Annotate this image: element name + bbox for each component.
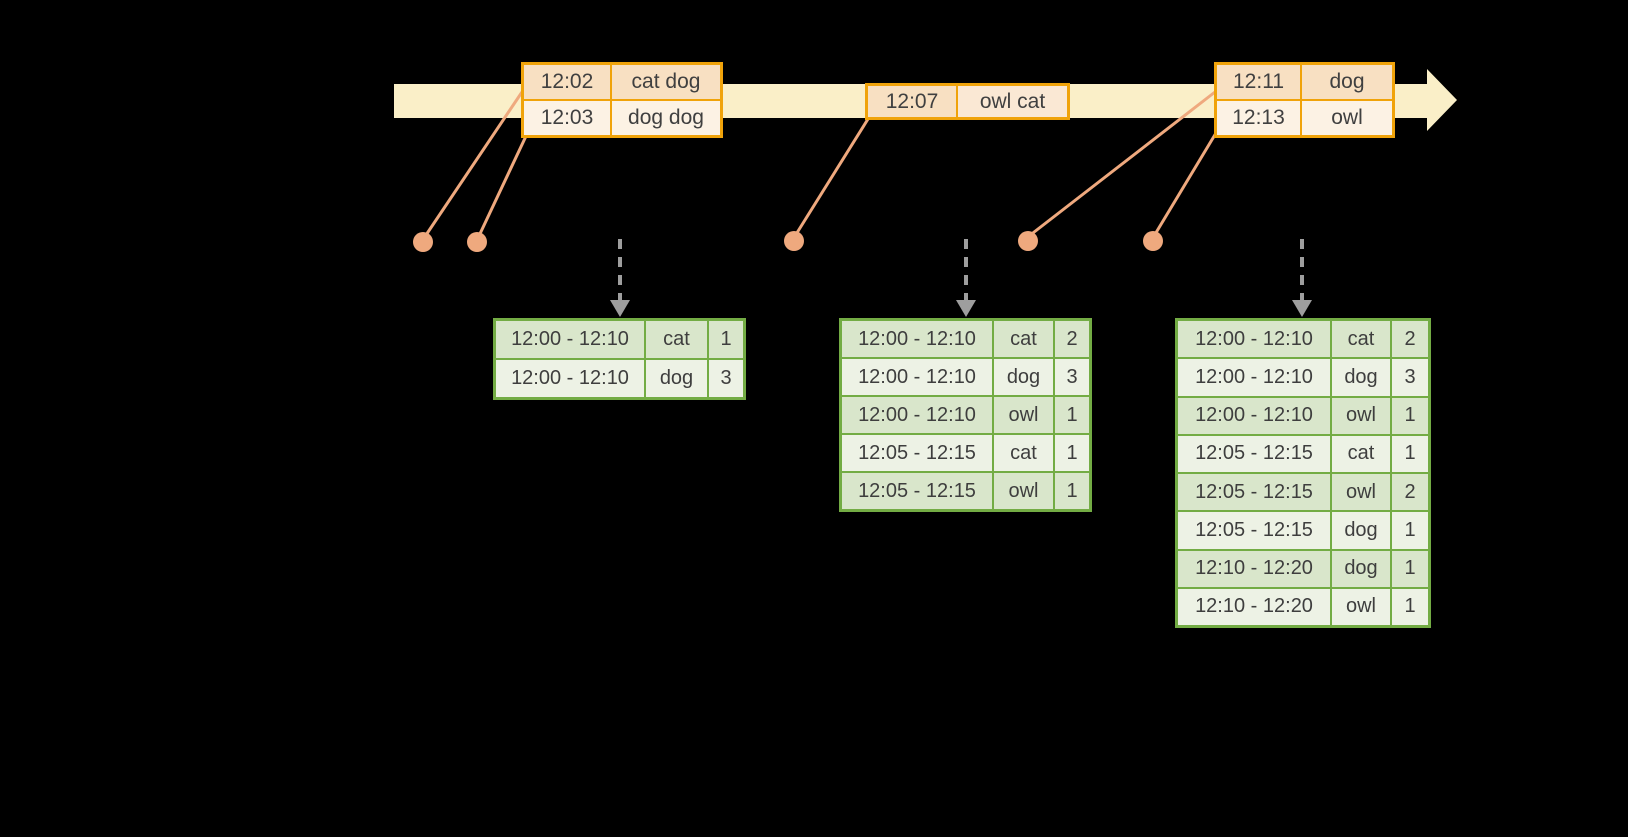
window-cell: 12:00 - 12:10 <box>1178 359 1330 396</box>
event-dot <box>1018 231 1038 251</box>
window-cell: 12:05 - 12:15 <box>1178 512 1330 549</box>
word-cell: dog <box>1332 359 1390 396</box>
event-dot <box>467 232 487 252</box>
connector-line <box>1028 90 1216 238</box>
window-cell: 12:10 - 12:20 <box>1178 550 1330 587</box>
event-time-cell: 12:02 <box>524 65 610 99</box>
connector-line <box>1152 132 1218 237</box>
event-words-cell: owl <box>1302 101 1392 135</box>
count-cell: 3 <box>1055 359 1089 395</box>
event-time-cell: 12:07 <box>868 86 956 117</box>
event-words-cell: owl cat <box>958 86 1067 117</box>
word-cell: cat <box>1332 321 1390 358</box>
count-cell: 2 <box>1392 474 1428 511</box>
word-cell: owl <box>994 397 1053 433</box>
word-cell: cat <box>646 321 707 358</box>
count-cell: 1 <box>709 321 743 358</box>
event-dot <box>784 231 804 251</box>
count-cell: 2 <box>1392 321 1428 358</box>
event-dot <box>413 232 433 252</box>
word-cell: dog <box>1332 512 1390 549</box>
count-cell: 1 <box>1392 435 1428 472</box>
window-cell: 12:05 - 12:15 <box>842 435 992 471</box>
window-cell: 12:05 - 12:15 <box>1178 435 1330 472</box>
word-cell: dog <box>994 359 1053 395</box>
word-cell: owl <box>1332 588 1390 625</box>
count-cell: 3 <box>709 360 743 397</box>
word-cell: cat <box>994 435 1053 471</box>
connector-line <box>793 118 870 237</box>
count-cell: 1 <box>1055 435 1089 471</box>
word-cell: cat <box>1332 435 1390 472</box>
window-cell: 12:05 - 12:15 <box>842 473 992 509</box>
word-cell: cat <box>994 321 1053 357</box>
timeline-arrowhead <box>1427 69 1457 131</box>
event-words-cell: dog dog <box>612 101 720 135</box>
window-cell: 12:00 - 12:10 <box>842 359 992 395</box>
window-cell: 12:05 - 12:15 <box>1178 474 1330 511</box>
word-cell: owl <box>1332 474 1390 511</box>
count-cell: 3 <box>1392 359 1428 396</box>
connector-line <box>422 91 524 239</box>
trigger-arrowhead <box>956 300 976 317</box>
count-cell: 1 <box>1392 397 1428 434</box>
window-cell: 12:00 - 12:10 <box>842 397 992 433</box>
count-cell: 1 <box>1392 588 1428 625</box>
window-cell: 12:00 - 12:10 <box>842 321 992 357</box>
count-cell: 1 <box>1055 397 1089 433</box>
count-cell: 1 <box>1055 473 1089 509</box>
event-time-cell: 12:03 <box>524 101 610 135</box>
count-cell: 1 <box>1392 512 1428 549</box>
event-time-cell: 12:13 <box>1217 101 1300 135</box>
trigger-arrowhead <box>610 300 630 317</box>
window-cell: 12:00 - 12:10 <box>1178 397 1330 434</box>
word-cell: dog <box>646 360 707 397</box>
event-time-cell: 12:11 <box>1217 65 1300 99</box>
connector-line <box>476 133 529 239</box>
window-cell: 12:00 - 12:10 <box>1178 321 1330 358</box>
word-cell: owl <box>994 473 1053 509</box>
window-cell: 12:00 - 12:10 <box>496 360 644 397</box>
window-cell: 12:10 - 12:20 <box>1178 588 1330 625</box>
count-cell: 1 <box>1392 550 1428 587</box>
count-cell: 2 <box>1055 321 1089 357</box>
trigger-arrowhead <box>1292 300 1312 317</box>
word-cell: dog <box>1332 550 1390 587</box>
window-cell: 12:00 - 12:10 <box>496 321 644 358</box>
word-cell: owl <box>1332 397 1390 434</box>
event-dot <box>1143 231 1163 251</box>
event-words-cell: cat dog <box>612 65 720 99</box>
event-words-cell: dog <box>1302 65 1392 99</box>
